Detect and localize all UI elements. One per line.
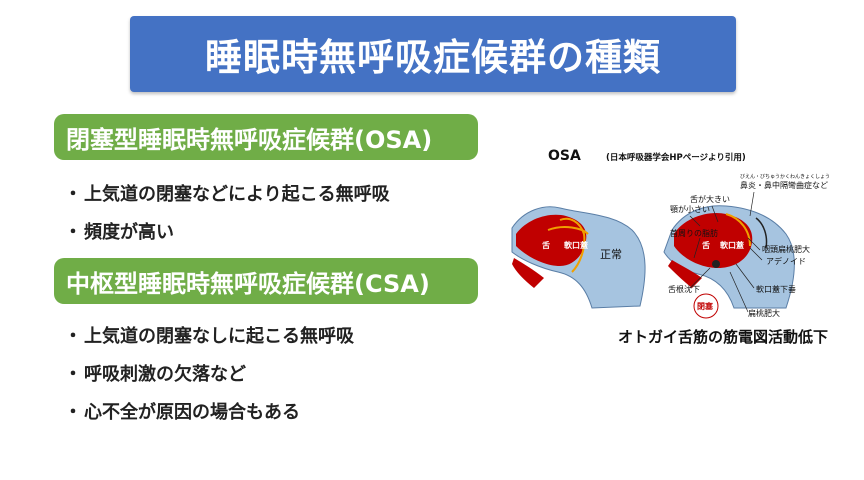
list-item: 上気道の閉塞などにより起こる無呼吸: [64, 176, 390, 214]
csa-heading: 中枢型睡眠時無呼吸症候群(CSA): [54, 258, 478, 304]
figure-caption: オトガイ舌筋の筋電図活動低下: [618, 328, 829, 346]
osa-bullet-list: 上気道の閉塞などにより起こる無呼吸 頻度が高い: [64, 176, 390, 252]
normal-label: 正常: [600, 248, 622, 261]
adenoid-label: アデノイド: [766, 256, 806, 266]
list-item: 上気道の閉塞なしに起こる無呼吸: [64, 318, 354, 356]
figure-source: (日本呼吸器学会HPページより引用): [606, 153, 746, 163]
osa-airway-diagram: 顎が小さい 舌が大きい 首周りの脂肪 舌根沈下 舌 軟口蓋 閉塞 びえん・びちゅ…: [663, 173, 830, 319]
list-item: 呼吸刺激の欠落など: [64, 356, 354, 394]
osa-heading: 閉塞型睡眠時無呼吸症候群(OSA): [54, 114, 478, 160]
tongue-label-osa: 舌: [702, 240, 710, 250]
csa-heading-text: 中枢型睡眠時無呼吸症候群(CSA): [66, 269, 430, 298]
tongue-large-label: 舌が大きい: [690, 194, 730, 204]
soft-palate-label-normal: 軟口蓋: [564, 240, 588, 250]
jaw-small-label: 顎が小さい: [670, 204, 710, 214]
osa-heading-text: 閉塞型睡眠時無呼吸症候群(OSA): [66, 125, 433, 154]
normal-airway-diagram: 舌 軟口蓋 正常: [511, 206, 646, 309]
soft-palate-label-osa: 軟口蓋: [720, 240, 744, 250]
tonsil-label: 扁桃肥大: [748, 308, 780, 318]
nasal-ruby: びえん・びちゅうかくわんきょくしょう: [740, 173, 830, 180]
obstruction-label: 閉塞: [697, 301, 714, 311]
title-banner: 睡眠時無呼吸症候群の種類: [130, 16, 736, 92]
figure-title: OSA: [548, 148, 581, 164]
nasal-label: 鼻炎・鼻中隔彎曲症など: [740, 180, 828, 190]
tongue-drop-label: 舌根沈下: [668, 284, 700, 294]
list-item: 頻度が高い: [64, 214, 390, 252]
page-title: 睡眠時無呼吸症候群の種類: [205, 36, 661, 79]
neck-fat-label: 首周りの脂肪: [670, 228, 718, 238]
annotation-lines: [689, 191, 763, 313]
airway-illustration: 舌 軟口蓋 正常 顎が小さい 舌が大きい 首周りの脂肪 舌根沈下 舌 軟口蓋 閉…: [511, 173, 830, 319]
csa-bullet-list: 上気道の閉塞なしに起こる無呼吸 呼吸刺激の欠落など 心不全が原因の場合もある: [64, 318, 354, 432]
pharynx-label: 咽頭扁桃肥大: [762, 244, 810, 254]
list-item: 心不全が原因の場合もある: [64, 394, 354, 432]
tongue-label-normal: 舌: [542, 240, 550, 250]
soft-palate-drop-label: 軟口蓋下垂: [756, 284, 796, 294]
